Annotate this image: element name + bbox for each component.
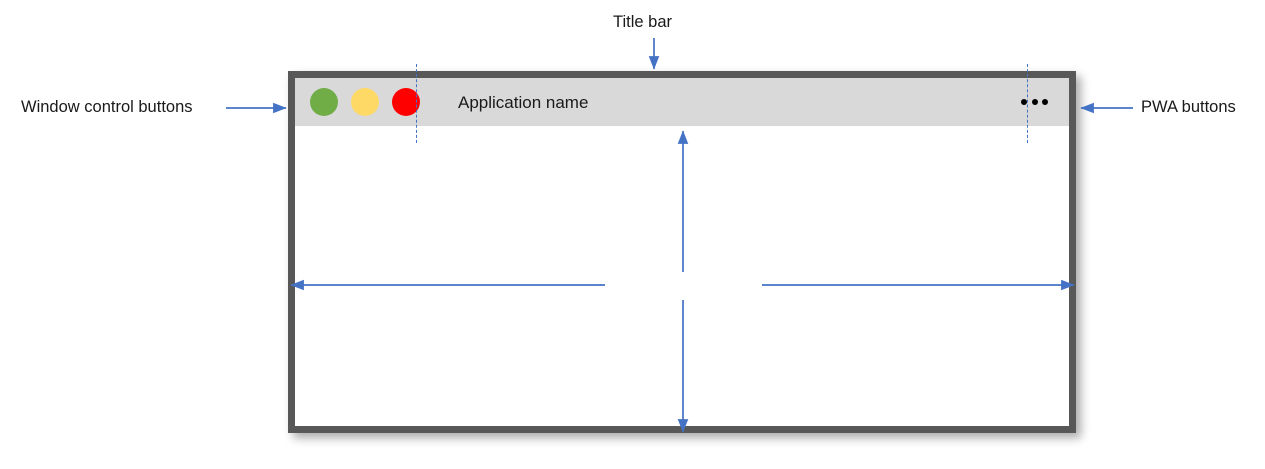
application-title: Application name — [458, 92, 589, 112]
ellipsis-icon-dot-2 — [1031, 99, 1038, 105]
annotation-label-title-bar: Title bar — [613, 13, 672, 31]
web-app-content-area[interactable] — [295, 126, 1069, 426]
application-window: Application name — [288, 71, 1076, 433]
ellipsis-icon-dot-1 — [1021, 99, 1027, 105]
window-control-buttons — [310, 88, 420, 116]
ellipsis-icon-dot-3 — [1042, 99, 1048, 105]
guide-line-pwa-boundary — [1027, 64, 1028, 143]
guide-line-window-controls-boundary — [416, 64, 417, 143]
pwa-menu-button[interactable] — [1021, 78, 1048, 126]
close-button-icon[interactable] — [392, 88, 420, 116]
minimize-button-icon[interactable] — [310, 88, 338, 116]
title-bar[interactable]: Application name — [295, 78, 1069, 126]
annotation-label-pwa-buttons: PWA buttons — [1141, 98, 1236, 116]
maximize-button-icon[interactable] — [351, 88, 379, 116]
annotation-label-window-control-buttons: Window control buttons — [21, 98, 193, 116]
